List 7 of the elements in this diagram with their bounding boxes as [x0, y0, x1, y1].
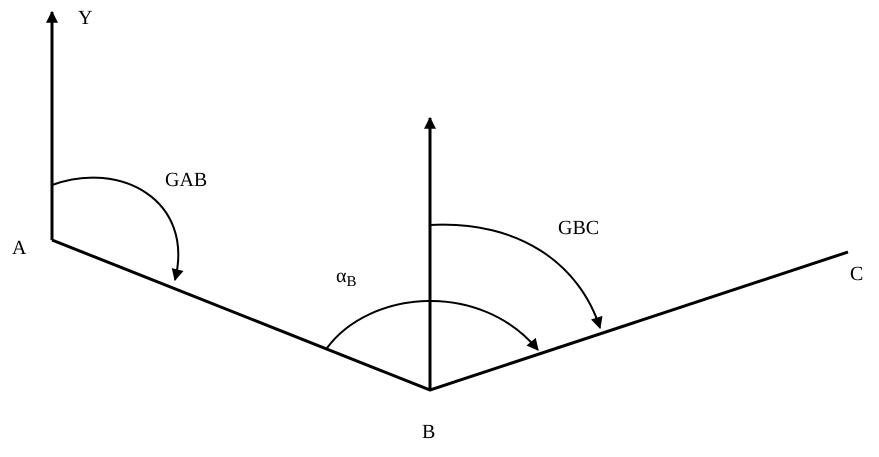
- point-label: C: [850, 264, 864, 284]
- point-label: GBC: [558, 218, 600, 238]
- point-label: Y: [78, 8, 92, 28]
- point-label: α$_{B}$: [336, 266, 356, 286]
- point-label: GAB: [165, 170, 208, 190]
- point-label: B: [422, 422, 436, 442]
- point-label: A: [12, 238, 26, 258]
